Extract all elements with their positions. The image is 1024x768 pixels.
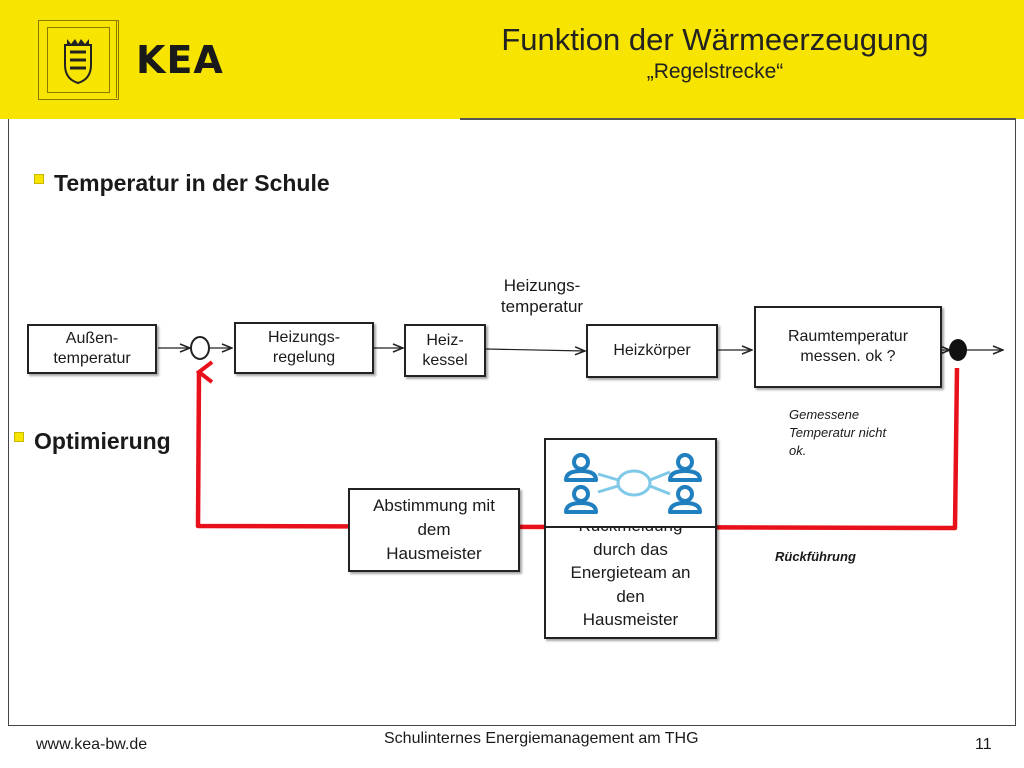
box-aussentemperatur-text: Außen- temperatur — [53, 330, 131, 367]
box-heizkoerper: Heizkörper — [586, 324, 718, 378]
box-heizkessel: Heiz- kessel — [404, 324, 486, 377]
people-network-icon — [564, 453, 702, 514]
coat-of-arms-icon — [64, 39, 92, 85]
bullet-marker — [34, 174, 44, 184]
bullet-optimierung-text: Optimierung — [34, 428, 171, 454]
output-node — [949, 339, 967, 361]
content-top-line — [460, 118, 1016, 120]
bullet-marker — [14, 432, 24, 442]
box-aussentemperatur: Außen- temperatur — [27, 324, 157, 374]
logo-text: KEA — [136, 38, 224, 82]
logo-frame — [38, 20, 119, 100]
arrow-kessel-to-heizkoerper — [485, 349, 585, 351]
page-number: 11 — [975, 736, 992, 753]
box-heizungsregelung: Heizungs- regelung — [234, 322, 374, 374]
bullet-temperatur: Temperatur in der Schule — [34, 170, 330, 197]
footer-title: Schulinternes Energiemanagement am THG — [384, 730, 699, 747]
label-heizungstemperatur: Heizungs- temperatur — [500, 276, 584, 316]
box-heizungsregelung-text: Heizungs- regelung — [267, 329, 341, 366]
bullet-temperatur-text: Temperatur in der Schule — [54, 170, 330, 196]
label-gemessene-temperatur: Gemessene Temperatur nicht ok. — [789, 407, 887, 458]
box-abstimmung-text: Abstimmung mit dem Hausmeister — [373, 496, 495, 563]
logo-divider — [116, 20, 117, 98]
footer-url[interactable]: www.kea-bw.de — [36, 736, 148, 753]
box-raumtemperatur: Raumtemperatur messen. ok ? — [754, 306, 942, 388]
slide-title: Funktion der Wärmeerzeugung — [501, 22, 929, 57]
icon-panel — [546, 440, 715, 528]
box-heizkessel-text: Heiz- kessel — [422, 331, 468, 369]
box-heizkoerper-text: Heizkörper — [613, 342, 691, 359]
box-abstimmung: Abstimmung mit dem Hausmeister — [348, 488, 520, 572]
label-rueckfuehrung: Rückführung — [775, 549, 856, 564]
summing-junction — [190, 336, 210, 360]
box-raumtemperatur-text: Raumtemperatur messen. ok ? — [787, 328, 909, 365]
slide-subtitle: „Regelstrecke“ — [646, 60, 784, 83]
content-frame — [8, 119, 1016, 726]
bullet-optimierung: Optimierung — [14, 428, 171, 455]
header-band — [0, 0, 1024, 119]
box-rueckmeldung-text: Rückmeldung durch das Energieteam an den… — [570, 516, 691, 629]
